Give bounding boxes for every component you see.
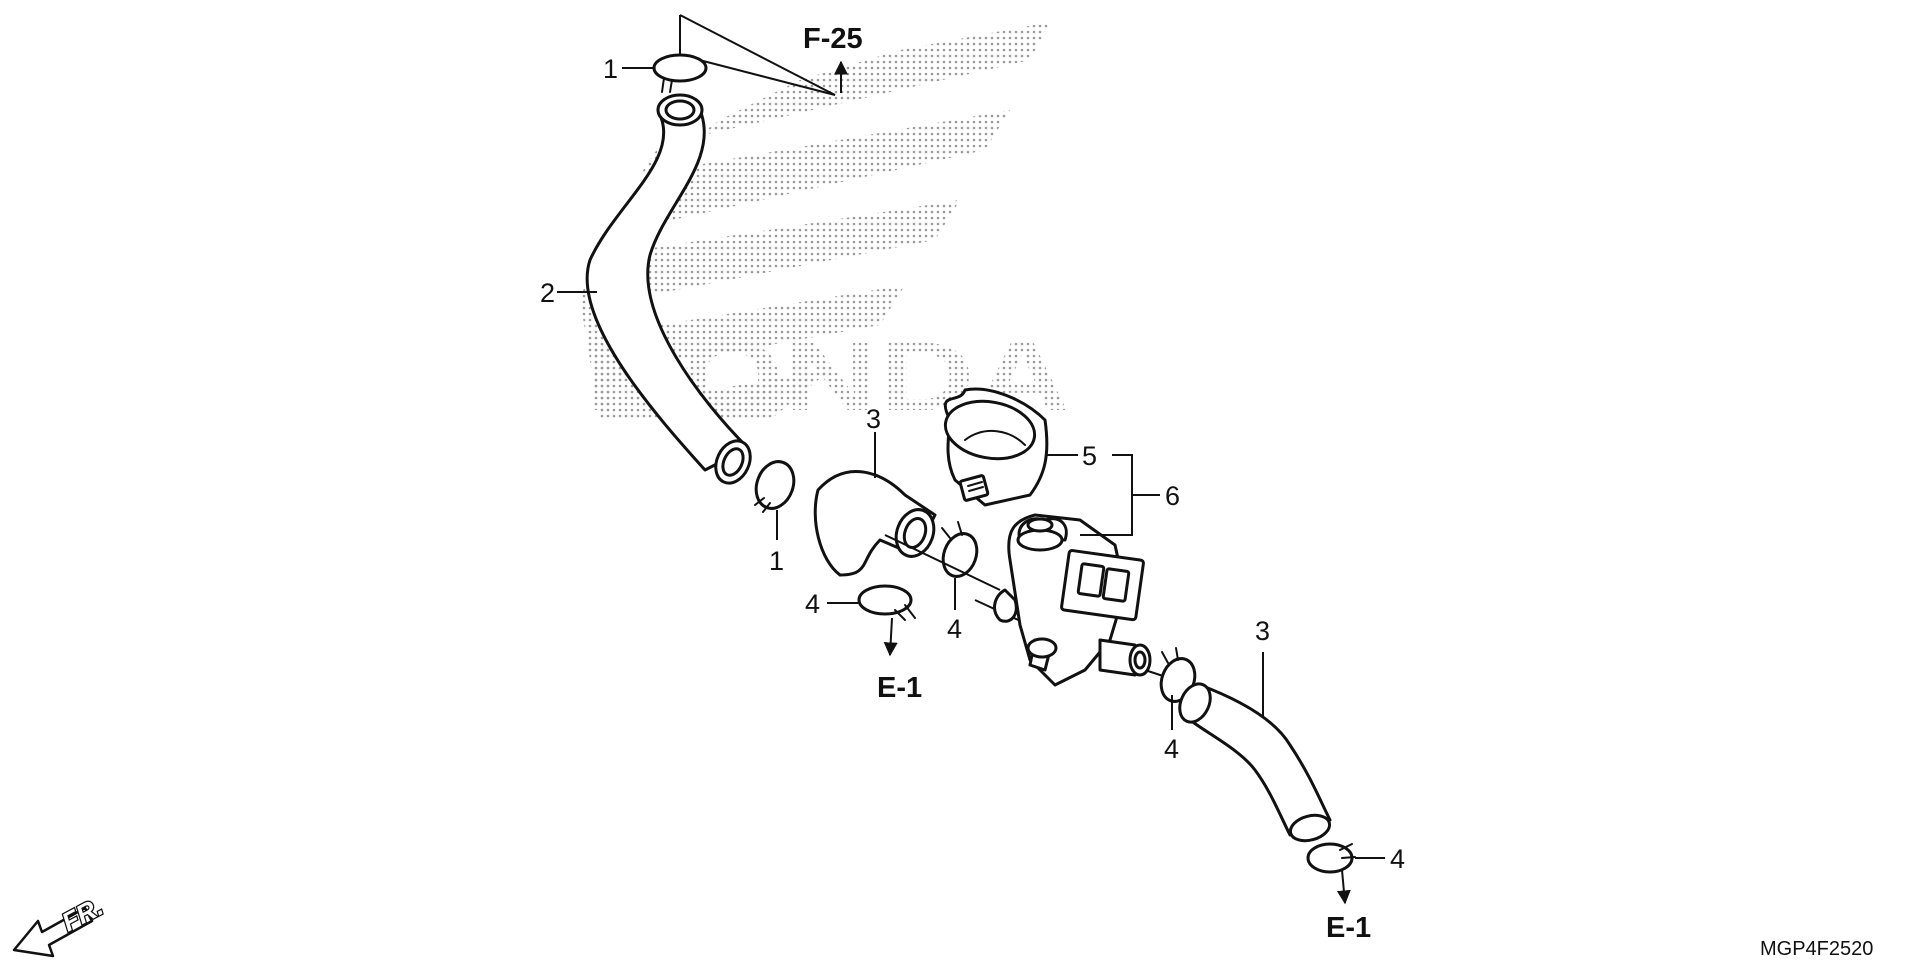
hose-clip-left[interactable] <box>857 584 916 621</box>
callout-clip-1-mid: 1 <box>769 546 784 576</box>
air-hose-3-upper[interactable] <box>813 470 940 577</box>
reference-f25[interactable]: F-25 <box>803 23 863 55</box>
callout-leaders <box>557 67 1385 905</box>
callout-valve-6: 6 <box>1165 481 1180 511</box>
callout-clip-4-lower: 4 <box>1164 734 1179 764</box>
front-arrow-icon <box>12 906 94 958</box>
air-hose-3-lower[interactable] <box>1174 679 1333 845</box>
diagram-code: MGP4F2520 <box>1760 938 1873 960</box>
callout-hose-3-lower: 3 <box>1255 616 1270 646</box>
reference-e1-left[interactable]: E-1 <box>877 672 922 704</box>
callout-cover-5: 5 <box>1082 441 1097 471</box>
callout-clip-4-mid: 4 <box>947 614 962 644</box>
callout-hose-2: 2 <box>540 278 555 308</box>
hose-clip-top[interactable] <box>652 53 708 93</box>
hose-clip-middle[interactable] <box>750 456 800 513</box>
hose-clip-right[interactable] <box>1306 842 1356 874</box>
callout-clip-4-left: 4 <box>805 589 820 619</box>
reference-e1-right[interactable]: E-1 <box>1326 912 1371 944</box>
f25-bracket <box>679 14 848 96</box>
air-hose-2[interactable] <box>585 93 757 489</box>
callout-hose-3-upper: 3 <box>866 404 881 434</box>
valve-cover-5[interactable] <box>941 387 1049 507</box>
front-direction-indicator: FR. <box>12 890 109 958</box>
wing-watermark <box>580 22 1050 420</box>
hose-clip-middle-valve[interactable] <box>937 521 982 581</box>
air-injection-valve-6[interactable] <box>993 513 1152 687</box>
callout-clip-1-top: 1 <box>603 54 618 84</box>
callout-clip-4-right: 4 <box>1390 844 1405 874</box>
